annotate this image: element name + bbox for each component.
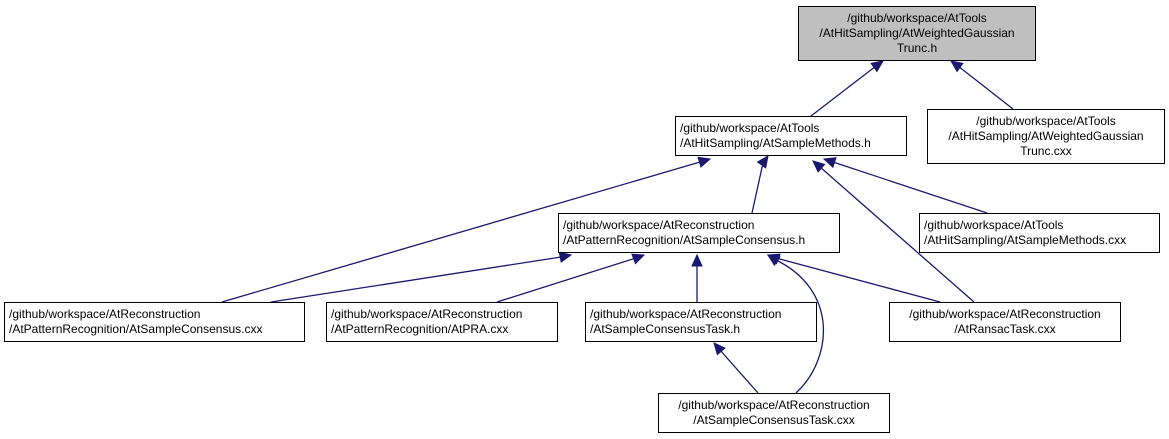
edge-atpra_cxx-to-sample_consensus_h	[496, 253, 646, 303]
node-label-line: /github/workspace/AtReconstruction	[9, 307, 201, 321]
node-label-line: /AtSampleConsensusTask.h	[590, 322, 741, 336]
edge-arrowhead	[697, 156, 712, 168]
edge-sample_methods_cxx-to-sample_methods_h	[822, 157, 988, 214]
edge-arrowhead	[812, 160, 826, 173]
node-atpra-cxx[interactable]: /github/workspace/AtReconstruction/AtPat…	[326, 302, 558, 342]
edge-sample_consensus_task_h-to-sample_consensus_h	[691, 253, 703, 302]
node-label-line: /github/workspace/AtReconstruction	[678, 398, 870, 412]
node-label-line: /github/workspace/AtReconstruction	[909, 307, 1101, 321]
node-root[interactable]: /github/workspace/AtTools/AtHitSampling/…	[798, 6, 1036, 61]
edge-arrowhead	[766, 254, 781, 267]
edge-line	[775, 257, 941, 303]
node-sample-methods-h[interactable]: /github/workspace/AtTools/AtHitSampling/…	[675, 116, 907, 156]
node-sample-methods-cxx[interactable]: /github/workspace/AtTools/AtHitSampling/…	[919, 213, 1160, 253]
node-label-line: /AtHitSampling/AtSampleMethods.h	[680, 136, 871, 150]
node-label-line: /github/workspace/AtTools	[680, 121, 820, 135]
node-label-line: /AtHitSampling/AtWeightedGaussian	[819, 26, 1015, 40]
node-label-line: /AtRansacTask.cxx	[954, 322, 1056, 336]
node-label-line: /github/workspace/AtReconstruction	[331, 307, 523, 321]
edge-line	[496, 257, 637, 303]
edge-arrowhead	[870, 60, 884, 73]
node-label-line: /AtPatternRecognition/AtPRA.cxx	[331, 322, 509, 336]
node-label-line: /github/workspace/AtReconstruction	[563, 218, 755, 232]
node-label-line: /github/workspace/AtTools	[847, 11, 987, 25]
edge-ransac_task_cxx-to-sample_methods_h	[812, 160, 975, 303]
node-label-line: Trunc.cxx	[1020, 144, 1072, 158]
node-label-line: /AtHitSampling/AtSampleMethods.cxx	[924, 233, 1127, 247]
edge-sample_consensus_cxx-to-sample_methods_h	[221, 156, 712, 303]
edge-ransac_task_cxx-to-sample_consensus_h	[766, 253, 941, 303]
edge-sample_methods_h-to-root	[810, 60, 884, 117]
edge-sample_consensus_task_cxx-to-sample_consensus_h	[766, 254, 824, 394]
node-label-line: /github/workspace/AtReconstruction	[590, 307, 782, 321]
node-sample-consensus-task-h[interactable]: /github/workspace/AtReconstruction/AtSam…	[585, 302, 817, 342]
edge-arrowhead	[822, 157, 837, 169]
edge-line	[270, 256, 562, 303]
edge-arrowhead	[691, 253, 703, 267]
edge-line	[810, 65, 877, 117]
node-label-line: /AtSampleConsensusTask.cxx	[693, 413, 855, 427]
node-sample-consensus-task-cxx[interactable]: /github/workspace/AtReconstruction/AtSam…	[658, 393, 890, 433]
edge-weighted_gaussian_cxx-to-root	[950, 60, 1014, 110]
node-ransac-task-cxx[interactable]: /github/workspace/AtReconstruction/AtRan…	[889, 302, 1121, 342]
edge-arrowhead	[713, 342, 726, 356]
edge-sample_consensus_h-to-sample_methods_h	[751, 155, 769, 214]
node-weighted-gaussian-cxx[interactable]: /github/workspace/AtTools/AtHitSampling/…	[927, 109, 1165, 164]
node-sample-consensus-cxx[interactable]: /github/workspace/AtReconstruction/AtPat…	[4, 302, 305, 342]
edge-line	[957, 65, 1014, 110]
node-label-line: /AtPatternRecognition/AtSampleConsensus.…	[563, 233, 806, 247]
node-label-line: /github/workspace/AtTools	[976, 114, 1116, 128]
edge-line	[773, 258, 824, 394]
node-label-line: /AtPatternRecognition/AtSampleConsensus.…	[9, 322, 263, 336]
edge-arrowhead	[756, 155, 769, 169]
edge-sample_consensus_cxx-to-sample_consensus_h	[270, 251, 573, 303]
edge-line	[221, 161, 701, 303]
edge-line	[819, 166, 975, 303]
node-label-line: /AtHitSampling/AtWeightedGaussian	[948, 129, 1144, 143]
edge-arrowhead	[950, 60, 964, 73]
node-label-line: /github/workspace/AtTools	[924, 218, 1064, 232]
edge-line	[832, 161, 988, 214]
edge-sample_consensus_task_cxx-to-sample_consensus_task_h	[713, 342, 759, 394]
edge-line	[719, 349, 759, 394]
node-label-line: Trunc.h	[896, 41, 938, 55]
node-sample-consensus-h[interactable]: /github/workspace/AtReconstruction/AtPat…	[558, 213, 840, 253]
edge-arrowhead	[558, 251, 573, 263]
edge-line	[751, 162, 764, 214]
edge-arrowhead	[631, 253, 646, 265]
